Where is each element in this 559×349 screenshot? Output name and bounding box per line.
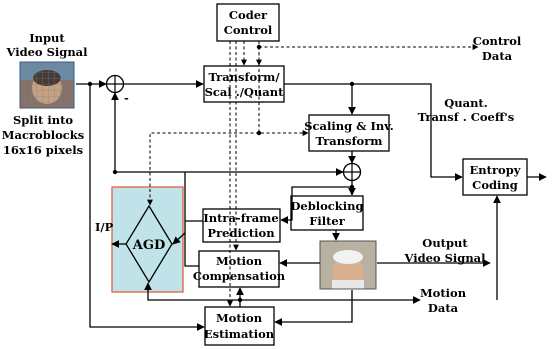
intra-frame-prediction-block: [202, 208, 281, 243]
output-label-1: Output: [422, 236, 468, 250]
signal-flow-lines: [76, 80, 547, 331]
split-label-2: Macroblocks: [2, 128, 84, 142]
scaling-inverse-transform-block: [308, 114, 390, 152]
motion-comp-label-1: Motion: [216, 254, 263, 268]
agd-label: AGD: [132, 238, 165, 253]
agd-decision-diamond: [125, 204, 173, 284]
scaling-label-1: Scaling & Inv.: [304, 119, 394, 133]
input-frame-image: [19, 61, 75, 109]
deblocking-label-1: Deblocking: [290, 199, 363, 213]
motion-estimation-block: [204, 306, 275, 346]
input-label-2: Video Signal: [5, 45, 88, 59]
control-dashed-lines: [147, 41, 479, 307]
intra-label-2: Prediction: [207, 226, 275, 240]
motion-data-label-2: Data: [428, 301, 459, 315]
motion-est-label-2: Estimation: [204, 327, 275, 341]
output-frame-image: [319, 240, 377, 290]
deblocking-filter-block: [290, 195, 364, 231]
motion-compensation-block: [198, 250, 280, 288]
control-data-label-2: Data: [482, 49, 513, 63]
input-adder: [105, 74, 125, 94]
control-data-label-1: Control: [473, 34, 522, 48]
split-label-3: 16x16 pixels: [3, 143, 83, 157]
coder-control-block: [216, 3, 280, 42]
entropy-label-2: Coding: [472, 178, 518, 192]
quant-label-1: Quant.: [444, 96, 488, 110]
output-label-2: Video Signal: [403, 251, 486, 265]
input-label-1: Input: [29, 31, 65, 45]
scaling-label-2: Transform: [316, 134, 383, 148]
motion-est-label-1: Motion: [216, 311, 263, 325]
intra-label-1: Intra-frame: [203, 211, 278, 225]
transform-label-1: Transform/: [208, 70, 280, 84]
reconstruction-adder: [342, 162, 362, 182]
motion-comp-label-2: Compensation: [193, 269, 286, 283]
coder-control-label-1: Coder: [229, 8, 268, 22]
quant-label-2: Transf . Coeff's: [418, 110, 515, 124]
entropy-label-1: Entropy: [470, 163, 521, 177]
split-label-1: Split into: [13, 113, 73, 127]
transform-label-2: Scal ./Quant: [205, 85, 285, 99]
coder-control-label-2: Control: [224, 23, 273, 37]
ip-label: I/P: [95, 220, 114, 234]
minus-sign: -: [124, 91, 129, 105]
motion-data-label-1: Motion: [420, 286, 467, 300]
deblocking-label-2: Filter: [309, 214, 346, 228]
